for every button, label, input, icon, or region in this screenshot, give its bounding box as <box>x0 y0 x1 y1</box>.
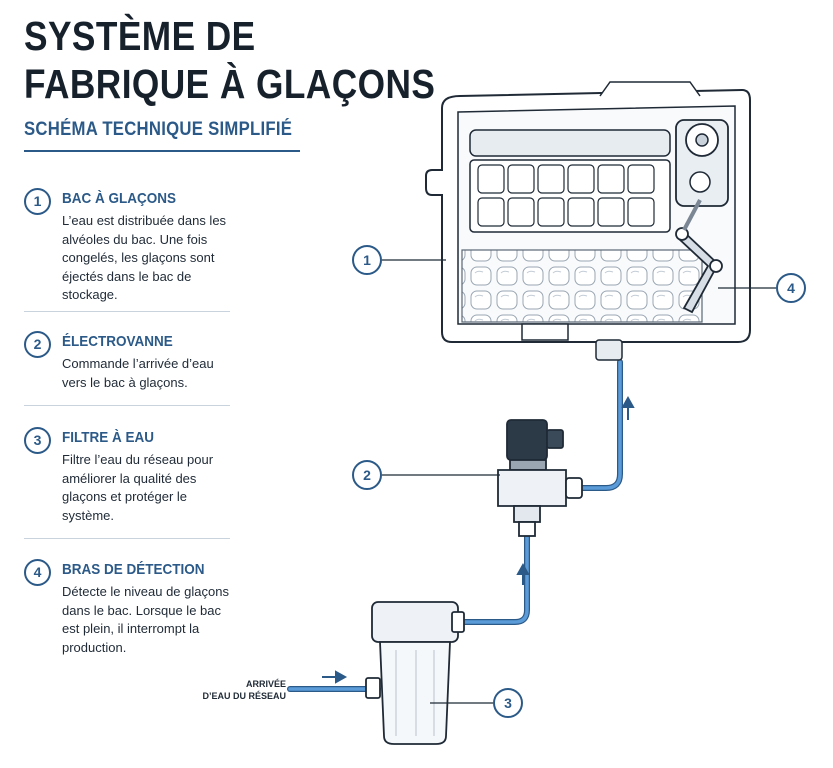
legend-description-1: L’eau est distribuée dans les alvéoles d… <box>62 213 227 302</box>
motor-housing <box>675 119 729 207</box>
legend-title-4: BRAS DE DÉTECTION <box>62 561 205 578</box>
page-title: SYSTÈME DE FABRIQUE À GLAÇONS <box>24 12 435 108</box>
legend-divider <box>24 405 230 406</box>
flow-arrow-icon <box>322 670 348 684</box>
flow-arrow-icon <box>621 395 635 420</box>
legend-title-2: ÉLECTROVANNE <box>62 333 173 350</box>
legend-item-water-filter: 3 FILTRE À EAU Filtre l’eau du réseau po… <box>24 427 234 527</box>
callout-1: 1 <box>352 245 382 275</box>
callout-2: 2 <box>352 460 382 490</box>
title-line-1: SYSTÈME DE <box>24 13 256 59</box>
callout-number: 3 <box>504 695 512 711</box>
legend-item-detection-arm: 4 BRAS DE DÉTECTION Détecte le niveau de… <box>24 559 234 659</box>
solenoid-valve <box>497 419 583 537</box>
legend-description-2: Commande l’arrivée d’eau vers le bac à g… <box>62 356 214 390</box>
callout-leaders <box>382 259 776 704</box>
legend-title-1: BAC À GLAÇONS <box>62 190 177 207</box>
outlet-fitting <box>521 323 623 361</box>
water-filter <box>365 601 465 745</box>
detection-arm <box>675 199 723 314</box>
water-pipe <box>287 359 623 692</box>
legend-number-2: 2 <box>24 331 51 358</box>
header-divider <box>24 150 300 152</box>
legend-divider <box>24 538 230 539</box>
callout-number: 2 <box>363 467 371 483</box>
ice-storage-bin <box>461 249 703 323</box>
title-line-2: FABRIQUE À GLAÇONS <box>24 61 436 107</box>
callout-number: 4 <box>787 280 795 296</box>
legend-item-ice-tray: 1 BAC À GLAÇONS L’eau est distribuée dan… <box>24 188 234 302</box>
legend-item-solenoid-valve: 2 ÉLECTROVANNE Commande l’arrivée d’eau … <box>24 331 234 391</box>
callout-number: 1 <box>363 252 371 268</box>
water-inlet-label: ARRIVÉE D’EAU DU RÉSEAU <box>170 678 286 702</box>
legend-description-3: Filtre l’eau du réseau pour améliorer la… <box>62 452 214 523</box>
legend-number-1: 1 <box>24 188 51 215</box>
legend-description-4: Détecte le niveau de glaçons dans le bac… <box>62 584 229 655</box>
ice-tray <box>469 129 671 233</box>
legend-number-4: 4 <box>24 559 51 586</box>
legend-divider <box>24 311 230 312</box>
callout-4: 4 <box>776 273 806 303</box>
water-inlet-label-line-1: ARRIVÉE <box>245 679 286 689</box>
ice-maker-unit <box>425 81 751 361</box>
callout-3: 3 <box>493 688 523 718</box>
legend-title-3: FILTRE À EAU <box>62 429 154 446</box>
page-subtitle: SCHÉMA TECHNIQUE SIMPLIFIÉ <box>24 119 293 140</box>
legend-number-3: 3 <box>24 427 51 454</box>
water-inlet-label-line-2: D’EAU DU RÉSEAU <box>202 691 286 701</box>
flow-arrow-icon <box>516 562 530 585</box>
